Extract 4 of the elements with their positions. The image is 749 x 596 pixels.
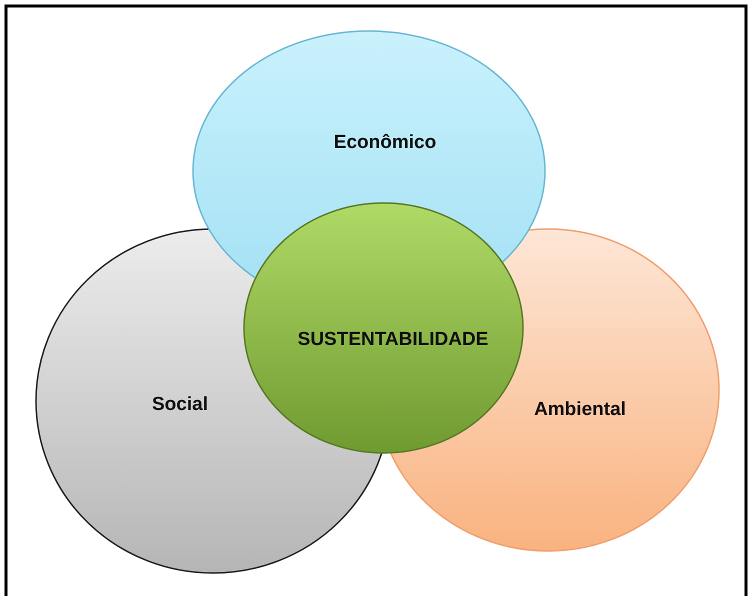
- circle-label: Ambiental: [534, 399, 626, 421]
- circle-label: Social: [152, 394, 208, 416]
- circle-label: SUSTENTABILIDADE: [298, 329, 488, 351]
- circle-label: Econômico: [334, 132, 436, 154]
